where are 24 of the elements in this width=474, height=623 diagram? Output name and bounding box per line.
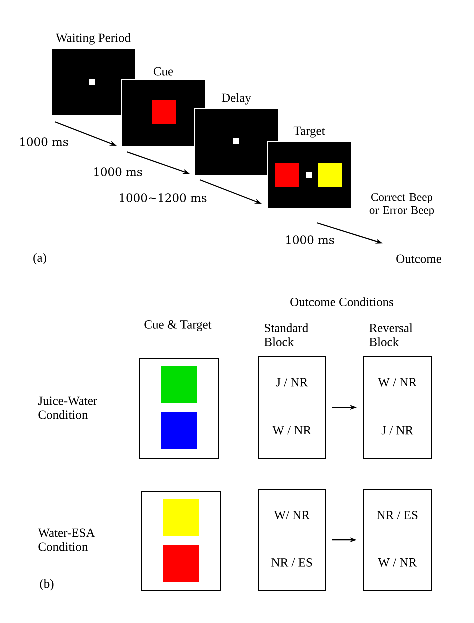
- feedback-label: Correct Beep or Error Beep: [370, 193, 434, 217]
- panel-letter: (a): [34, 253, 46, 265]
- screen-title: Waiting Period: [56, 33, 131, 45]
- heading-text: Cue & Target: [144, 320, 212, 332]
- duration-label: 1000∼1200 ms: [120, 194, 207, 202]
- outcome-entry: W / NR: [378, 558, 418, 567]
- duration-label: 1000 ms: [286, 236, 334, 244]
- outcome-label: Outcome: [396, 254, 442, 264]
- screen-title: Cue: [154, 67, 174, 76]
- duration-label: 1000 ms: [20, 138, 68, 146]
- heading-text: Outcome Conditions: [290, 298, 394, 306]
- panel-letter: (b): [40, 579, 54, 591]
- outcome-entry: NR / ES: [377, 511, 418, 520]
- screen-title: Target: [294, 126, 326, 138]
- screen-title: Delay: [222, 93, 252, 105]
- condition-label: Juice-Water Condition: [38, 396, 98, 420]
- duration-label: 1000 ms: [94, 168, 142, 176]
- outcome-entry: NR / ES: [272, 558, 312, 567]
- outcome-entry: W/ NR: [274, 511, 310, 520]
- outcome-entry: J / NR: [382, 426, 414, 435]
- outcome-entry: W / NR: [378, 378, 418, 387]
- condition-label: Water-ESA Condition: [38, 528, 96, 552]
- outcome-entry: J / NR: [276, 378, 308, 387]
- outcome-entry: W / NR: [272, 426, 312, 435]
